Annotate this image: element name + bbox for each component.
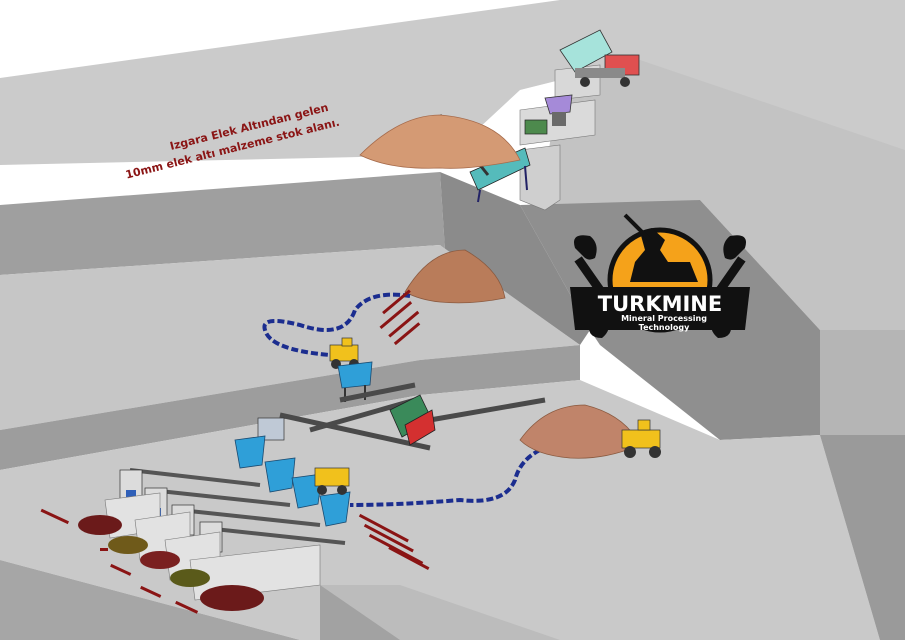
product-labels xyxy=(40,508,199,614)
miner-silhouette xyxy=(630,228,698,282)
bottom-step xyxy=(0,560,300,640)
logo-brand: TURKMINE xyxy=(598,292,722,316)
logo-banner xyxy=(570,287,750,330)
middle-loading-station xyxy=(329,337,373,402)
bunker-row-icon xyxy=(234,435,351,527)
wheel-loader-icon xyxy=(621,419,661,458)
wheel-loader-icon xyxy=(314,467,350,495)
crusher-icon xyxy=(389,394,436,446)
product-piles xyxy=(78,515,264,611)
middle-bench-wall xyxy=(0,345,580,470)
stockpile-top xyxy=(359,114,521,169)
bottom-step-top xyxy=(320,585,560,640)
lower-right-wall xyxy=(820,435,905,640)
upper-ramp xyxy=(540,60,905,330)
logo-tagline-2: Technology xyxy=(639,323,690,332)
stacking-conveyors xyxy=(129,468,346,545)
turkmine-logo: TURKMINE Mineral Processing Technology xyxy=(570,213,750,338)
lower-annotation-marks xyxy=(358,513,430,570)
bunker-icon xyxy=(544,94,573,126)
feeder-icon xyxy=(524,119,548,135)
crusher-small-icon xyxy=(257,417,285,441)
top-bench xyxy=(0,0,905,165)
upper-bench-wall-dark xyxy=(440,172,590,345)
stockpile-middle xyxy=(404,249,506,304)
dump-truck-icon xyxy=(559,29,640,87)
lower-plant xyxy=(40,417,351,614)
logo-tagline-1: Mineral Processing xyxy=(621,314,707,323)
upper-bench-wall xyxy=(0,172,445,275)
main-conveyors xyxy=(279,382,546,451)
underground-conveyor-lower xyxy=(349,448,541,507)
top-feed-station xyxy=(359,29,640,211)
middle-annotation-marks xyxy=(379,289,421,346)
underground-conveyor-upper xyxy=(262,292,411,357)
